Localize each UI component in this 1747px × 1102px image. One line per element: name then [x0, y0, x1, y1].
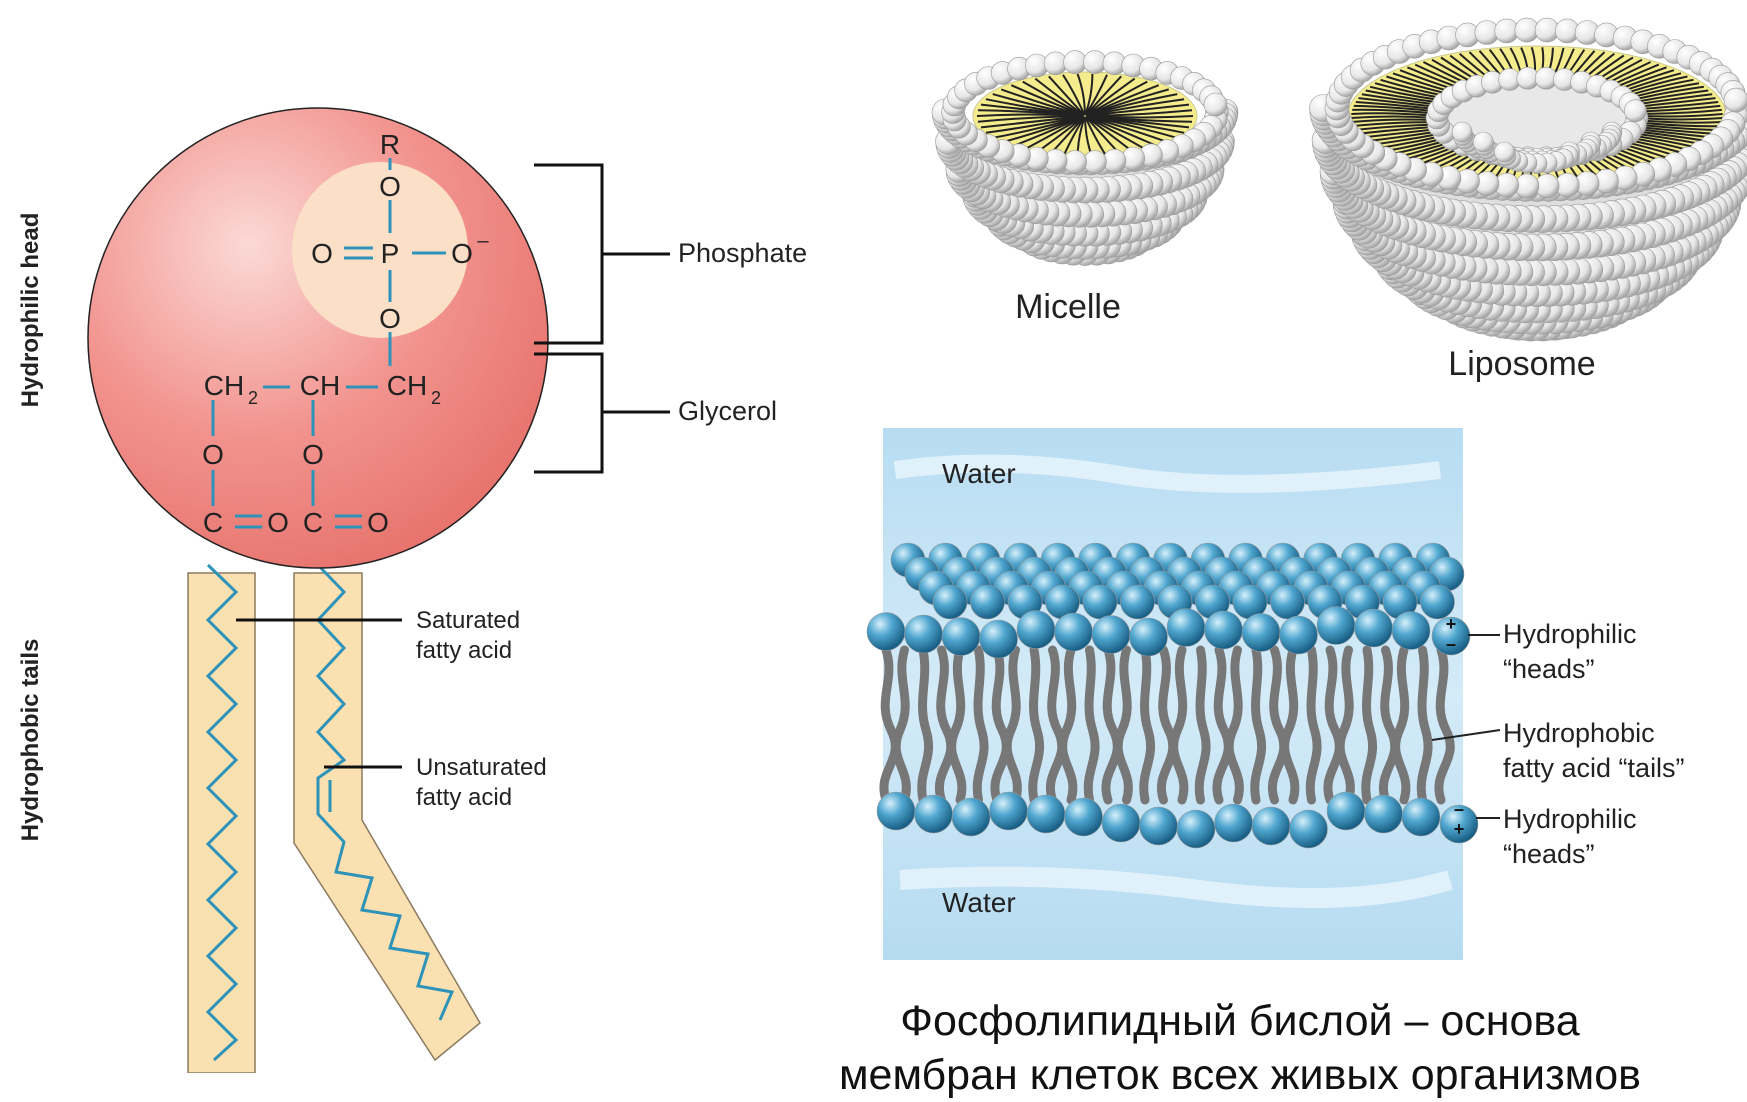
- unsaturated-label-line2: fatty acid: [416, 784, 512, 811]
- atom-o-carbonyl-right: O: [367, 507, 389, 538]
- head-ball-top: [1092, 616, 1130, 654]
- head-ball-top: [980, 620, 1018, 658]
- head-ball-bottom: [952, 798, 990, 836]
- atom-o-ester-left: O: [202, 439, 224, 470]
- head-ball-bottom: [1290, 810, 1328, 848]
- saturated-label-line2: fatty acid: [416, 637, 512, 664]
- head-ball-top: [905, 615, 943, 653]
- head-ball-top: [1355, 609, 1393, 647]
- rim-ball: [1624, 100, 1646, 122]
- atom-o-bottom: O: [379, 303, 401, 334]
- head-ball-bottom: [1027, 795, 1065, 833]
- head-ball-top: [1167, 609, 1205, 647]
- atom-o-minus: O: [451, 238, 473, 269]
- tails-label-2: fatty acid “tails”: [1503, 753, 1685, 783]
- water-label-top: Water: [942, 458, 1016, 489]
- head-ball-bottom: [1065, 798, 1103, 836]
- head-ball-bottom: [1215, 804, 1253, 842]
- rim-ball: [1724, 88, 1747, 112]
- inner-ball: [1452, 122, 1472, 142]
- head-ball-bottom: [915, 795, 953, 833]
- head-ball-top: [1205, 611, 1243, 649]
- head-ball-bottom: [1140, 807, 1178, 845]
- liposome-label: Liposome: [1448, 345, 1595, 383]
- micelle-illustration: Micelle: [932, 51, 1238, 326]
- atom-o-carbonyl-left: O: [267, 507, 289, 538]
- micelle-label: Micelle: [1015, 288, 1121, 326]
- glycerol-label: Glycerol: [678, 396, 777, 426]
- head-ball-bottom: [1252, 807, 1290, 845]
- atom-ch2-left: CH: [204, 370, 244, 401]
- head-ball-top: [942, 618, 980, 656]
- head-ball-top: [1130, 618, 1168, 656]
- head-ball-back: [1083, 585, 1117, 619]
- head-ball-top: [1317, 607, 1355, 645]
- axis-label-tails: Hydrophobic tails: [17, 639, 44, 842]
- head-ball-back: [1121, 585, 1155, 619]
- liposome-illustration: Liposome: [1310, 18, 1747, 383]
- axis-label-head: Hydrophilic head: [17, 213, 44, 408]
- diagram-svg: Hydrophilic head Hydrophobic tails: [0, 0, 1747, 1073]
- tails-label-1: Hydrophobic: [1503, 718, 1655, 748]
- head-ball-top: [867, 613, 905, 651]
- head-ball-back: [933, 585, 967, 619]
- figure-canvas: Hydrophilic head Hydrophobic tails: [0, 0, 1747, 1073]
- atom-o-top: O: [379, 171, 401, 202]
- atom-c-right: C: [303, 507, 323, 538]
- head-ball-top: [1242, 614, 1280, 652]
- atom-p: P: [381, 238, 400, 269]
- atom-ch2-right: CH: [387, 370, 427, 401]
- head-ball-bottom: [877, 792, 915, 830]
- atom-o-ester-right: O: [302, 439, 324, 470]
- atom-r: R: [380, 129, 400, 160]
- head-ball-bottom: [1365, 795, 1403, 833]
- saturated-label-line1: Saturated: [416, 607, 520, 634]
- heads-top-label-1: Hydrophilic: [1503, 619, 1637, 649]
- phosphate-label: Phosphate: [678, 238, 807, 268]
- head-ball-back: [971, 585, 1005, 619]
- charge-minus-bottom: –: [1454, 799, 1464, 819]
- head-ball-bottom: [1177, 810, 1215, 848]
- head-ball-top: [1055, 613, 1093, 651]
- bilayer-illustration: Water Water + – – + Hydrophilic “heads” …: [867, 428, 1685, 960]
- heads-bottom-label-2: “heads”: [1503, 839, 1595, 869]
- phospholipid-diagram: Hydrophilic head Hydrophobic tails: [17, 108, 807, 1073]
- charge-plus-top: +: [1446, 614, 1457, 634]
- head-ball-bottom: [1402, 798, 1440, 836]
- atom-o-left: O: [311, 238, 333, 269]
- hydrophilic-head-sphere: [88, 108, 548, 568]
- head-ball-top: [1280, 616, 1318, 654]
- atom-ch2-right-sub: 2: [431, 388, 441, 408]
- bilayer-labels: Hydrophilic “heads” Hydrophobic fatty ac…: [1503, 619, 1685, 869]
- caption-line-2: мембран клеток всех живых организмов: [760, 1048, 1720, 1102]
- rim-ball: [1204, 93, 1227, 116]
- caption-line-1: Фосфолипидный бислой – основа: [760, 994, 1720, 1048]
- atom-minus: –: [477, 230, 489, 252]
- head-ball-bottom: [1102, 804, 1140, 842]
- charge-minus-top: –: [1446, 634, 1456, 654]
- inner-ball: [1494, 142, 1514, 162]
- water-label-bottom: Water: [942, 887, 1016, 918]
- head-ball-back: [1271, 585, 1305, 619]
- heads-bottom-label-1: Hydrophilic: [1503, 804, 1637, 834]
- head-ball-top: [1392, 612, 1430, 650]
- unsaturated-label-line1: Unsaturated: [416, 754, 547, 781]
- head-ball-bottom: [990, 792, 1028, 830]
- charge-plus-bottom: +: [1454, 819, 1465, 839]
- atom-c-left: C: [203, 507, 223, 538]
- head-ball-bottom: [1327, 792, 1365, 830]
- atom-ch-middle: CH: [300, 370, 340, 401]
- heads-top-label-2: “heads”: [1503, 654, 1595, 684]
- atom-ch2-left-sub: 2: [248, 388, 258, 408]
- slide-caption: Фосфолипидный бислой – основа мембран кл…: [760, 994, 1720, 1102]
- inner-ball: [1473, 132, 1493, 152]
- head-ball-top: [1017, 611, 1055, 649]
